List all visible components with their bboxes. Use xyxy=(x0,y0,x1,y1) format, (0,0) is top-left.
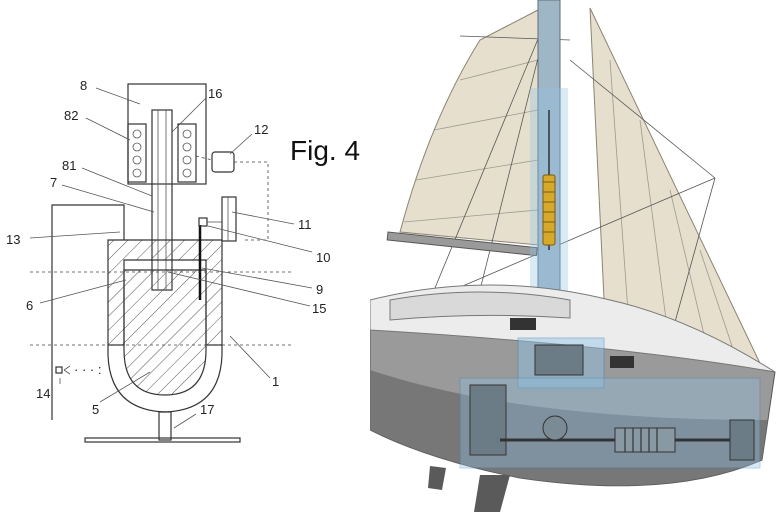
bulb-5 xyxy=(123,269,207,396)
figure-caption: Fig. 4 xyxy=(290,135,360,166)
coil-block-right xyxy=(177,123,197,183)
boom xyxy=(386,231,538,257)
keel xyxy=(474,475,510,512)
label-6: 6 xyxy=(26,298,33,313)
hatches xyxy=(510,318,634,368)
label-82: 82 xyxy=(64,108,78,123)
shaft-7 xyxy=(151,109,173,291)
mechanism-parts xyxy=(469,344,755,461)
mechanism-channel xyxy=(459,377,761,469)
controller-12 xyxy=(211,151,235,173)
frame-13 xyxy=(51,204,125,420)
patent-diagram: · · · : 8 16 82 12 81 7 11 13 xyxy=(6,78,360,443)
keel-body-6 xyxy=(107,239,223,346)
leader-lines xyxy=(29,87,313,429)
fin-17 xyxy=(84,437,241,443)
label-14: 14 xyxy=(36,386,50,401)
fin-stem xyxy=(158,411,172,441)
label-11: 11 xyxy=(298,217,312,232)
coil-circles xyxy=(132,129,192,178)
signal-dots: · · · : xyxy=(74,362,101,377)
label-16: 16 xyxy=(208,86,222,101)
rigging xyxy=(429,9,716,341)
housing-8 xyxy=(127,83,207,185)
sailboat-render xyxy=(370,0,780,520)
label-10: 10 xyxy=(316,250,330,265)
cabin-top xyxy=(389,291,571,321)
label-9: 9 xyxy=(316,282,323,297)
label-12: 12 xyxy=(254,122,268,137)
label-81: 81 xyxy=(62,158,76,173)
label-7: 7 xyxy=(50,175,57,190)
sensor-10 xyxy=(198,217,208,227)
coil-block-left xyxy=(127,123,147,183)
label-17: 17 xyxy=(200,402,214,417)
sail-seams xyxy=(403,59,741,371)
rudder xyxy=(428,466,446,490)
label-5: 5 xyxy=(92,402,99,417)
label-1: 1 xyxy=(272,374,279,389)
label-13: 13 xyxy=(6,232,20,247)
mast-spring xyxy=(542,110,556,250)
label-15: 15 xyxy=(312,301,326,316)
label-8: 8 xyxy=(80,78,87,93)
actuator-11 xyxy=(221,196,237,242)
sensor-14 xyxy=(55,366,63,374)
